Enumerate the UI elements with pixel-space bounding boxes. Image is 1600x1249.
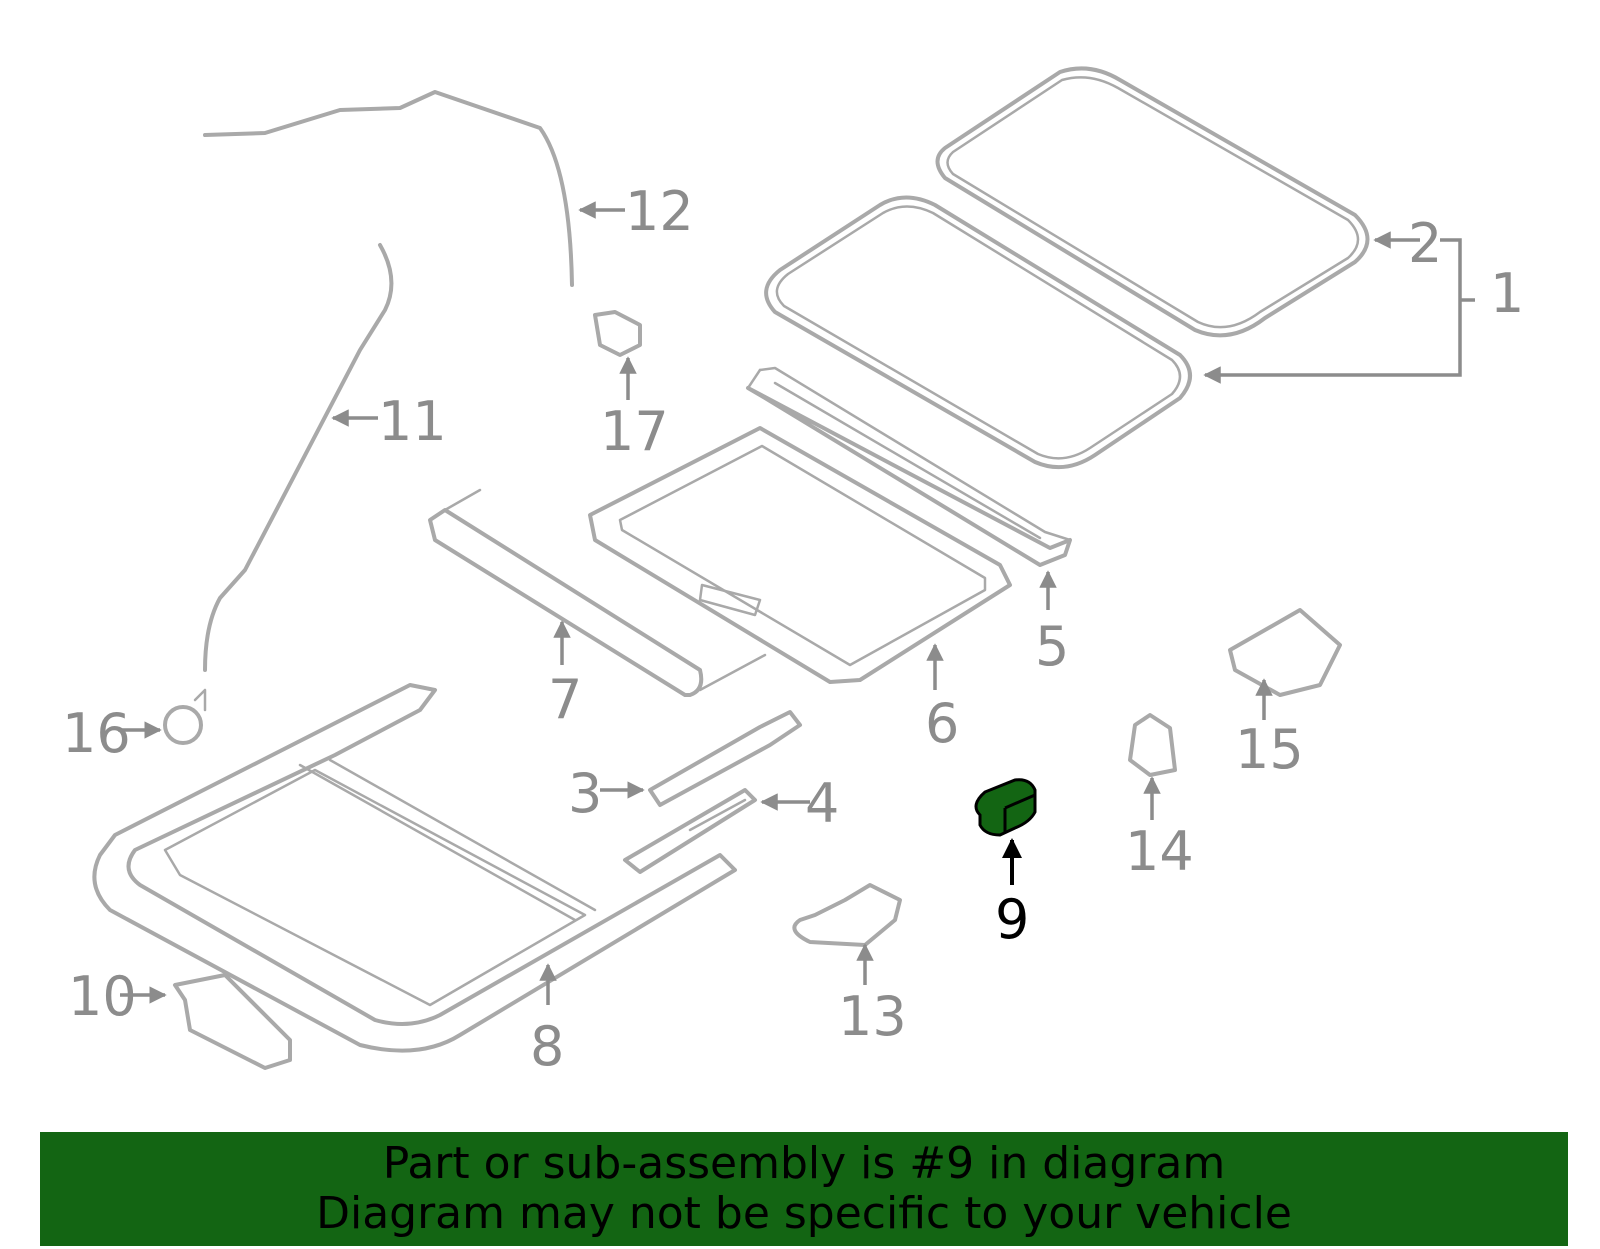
callout-14: 14 [1125,820,1194,883]
part-17-connector [593,310,642,357]
callout-13: 13 [838,985,907,1048]
part-9-bumper-block [974,778,1037,837]
callout-11: 11 [378,390,447,453]
part-14-clip [1128,713,1177,777]
callout-1: 1 [1490,262,1524,325]
part-1-front-glass-panel [764,195,1192,470]
part-6-sunshade-frame [588,426,1012,684]
callout-5: 5 [1035,615,1069,678]
part-2-rear-glass-panel [935,66,1370,338]
part-10-motor [173,973,292,1070]
part-8-sunroof-frame [92,683,737,1053]
callout-7: 7 [548,668,582,731]
part-13-bracket [792,883,902,947]
callout-10: 10 [68,965,137,1028]
part-16-grommet [163,688,207,745]
part-5-wind-deflector [746,366,1072,567]
callout-15: 15 [1235,718,1304,781]
callout-9-highlighted: 9 [995,888,1029,951]
banner-line-part-info: Part or sub-assembly is #9 in diagram [382,1138,1226,1189]
callout-6: 6 [925,692,959,755]
callout-4: 4 [805,772,839,835]
part-12-drain-hose [203,90,574,287]
callout-3: 3 [568,762,602,825]
part-11-drain-hose [203,243,394,672]
callout-12: 12 [625,180,694,243]
callout-2: 2 [1408,212,1442,275]
callout-8: 8 [530,1015,564,1078]
part-3-guide-rail [648,710,802,807]
part-4-slide-mechanism [623,788,757,874]
banner-line-disclaimer: Diagram may not be specific to your vehi… [316,1188,1292,1239]
callout-16: 16 [62,702,131,765]
callout-17: 17 [600,400,669,463]
part-7-deflector-bar [428,488,767,697]
part-15-bracket [1228,608,1342,697]
leader-lines [118,201,1475,1005]
info-banner: Part or sub-assembly is #9 in diagram Di… [40,1132,1568,1246]
